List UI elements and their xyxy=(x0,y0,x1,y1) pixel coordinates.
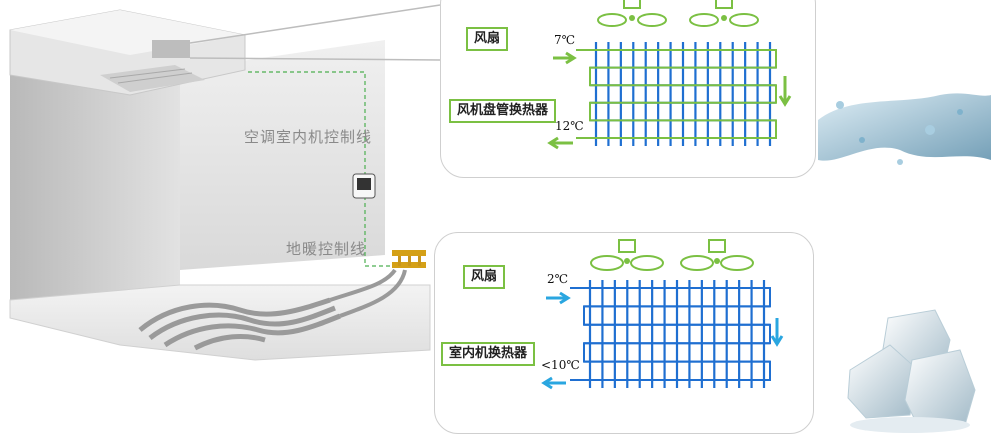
inlet-arrow-icon xyxy=(553,51,577,65)
ac-control-line-label: 空调室内机控制线 xyxy=(244,128,373,146)
inlet-temp: 7℃ xyxy=(554,33,576,47)
inlet-temp: 2℃ xyxy=(547,272,569,286)
coil-grid xyxy=(570,280,771,388)
flow-down-arrow-icon xyxy=(778,76,792,107)
manifold-top xyxy=(392,250,426,256)
back-wall xyxy=(180,40,385,270)
outlet-arrow-icon xyxy=(541,376,566,390)
inlet-arrow-icon xyxy=(546,291,571,305)
fan-icon xyxy=(590,239,664,271)
fan-icon xyxy=(680,239,754,271)
outlet-temp: <10℃ xyxy=(541,358,580,372)
exchanger-tag: 风机盘管换热器 xyxy=(449,99,557,123)
floor-heating-control-line-label: 地暖控制线 xyxy=(286,240,367,258)
duct-outlet xyxy=(152,40,190,58)
fan-icon xyxy=(689,0,759,27)
fan-tag: 风扇 xyxy=(463,265,506,289)
fan-tag: 风扇 xyxy=(466,27,509,51)
fan-icon xyxy=(597,0,667,27)
flow-down-arrow-icon xyxy=(770,318,784,347)
ice-cubes-image xyxy=(847,309,976,433)
outlet-arrow-icon xyxy=(547,136,573,150)
exchanger-tag: 室内机换热器 xyxy=(441,342,536,366)
outlet-temp: 12℃ xyxy=(555,119,584,133)
left-wall xyxy=(10,70,180,300)
coil-grid xyxy=(576,42,777,146)
water-splash-image xyxy=(818,93,991,165)
